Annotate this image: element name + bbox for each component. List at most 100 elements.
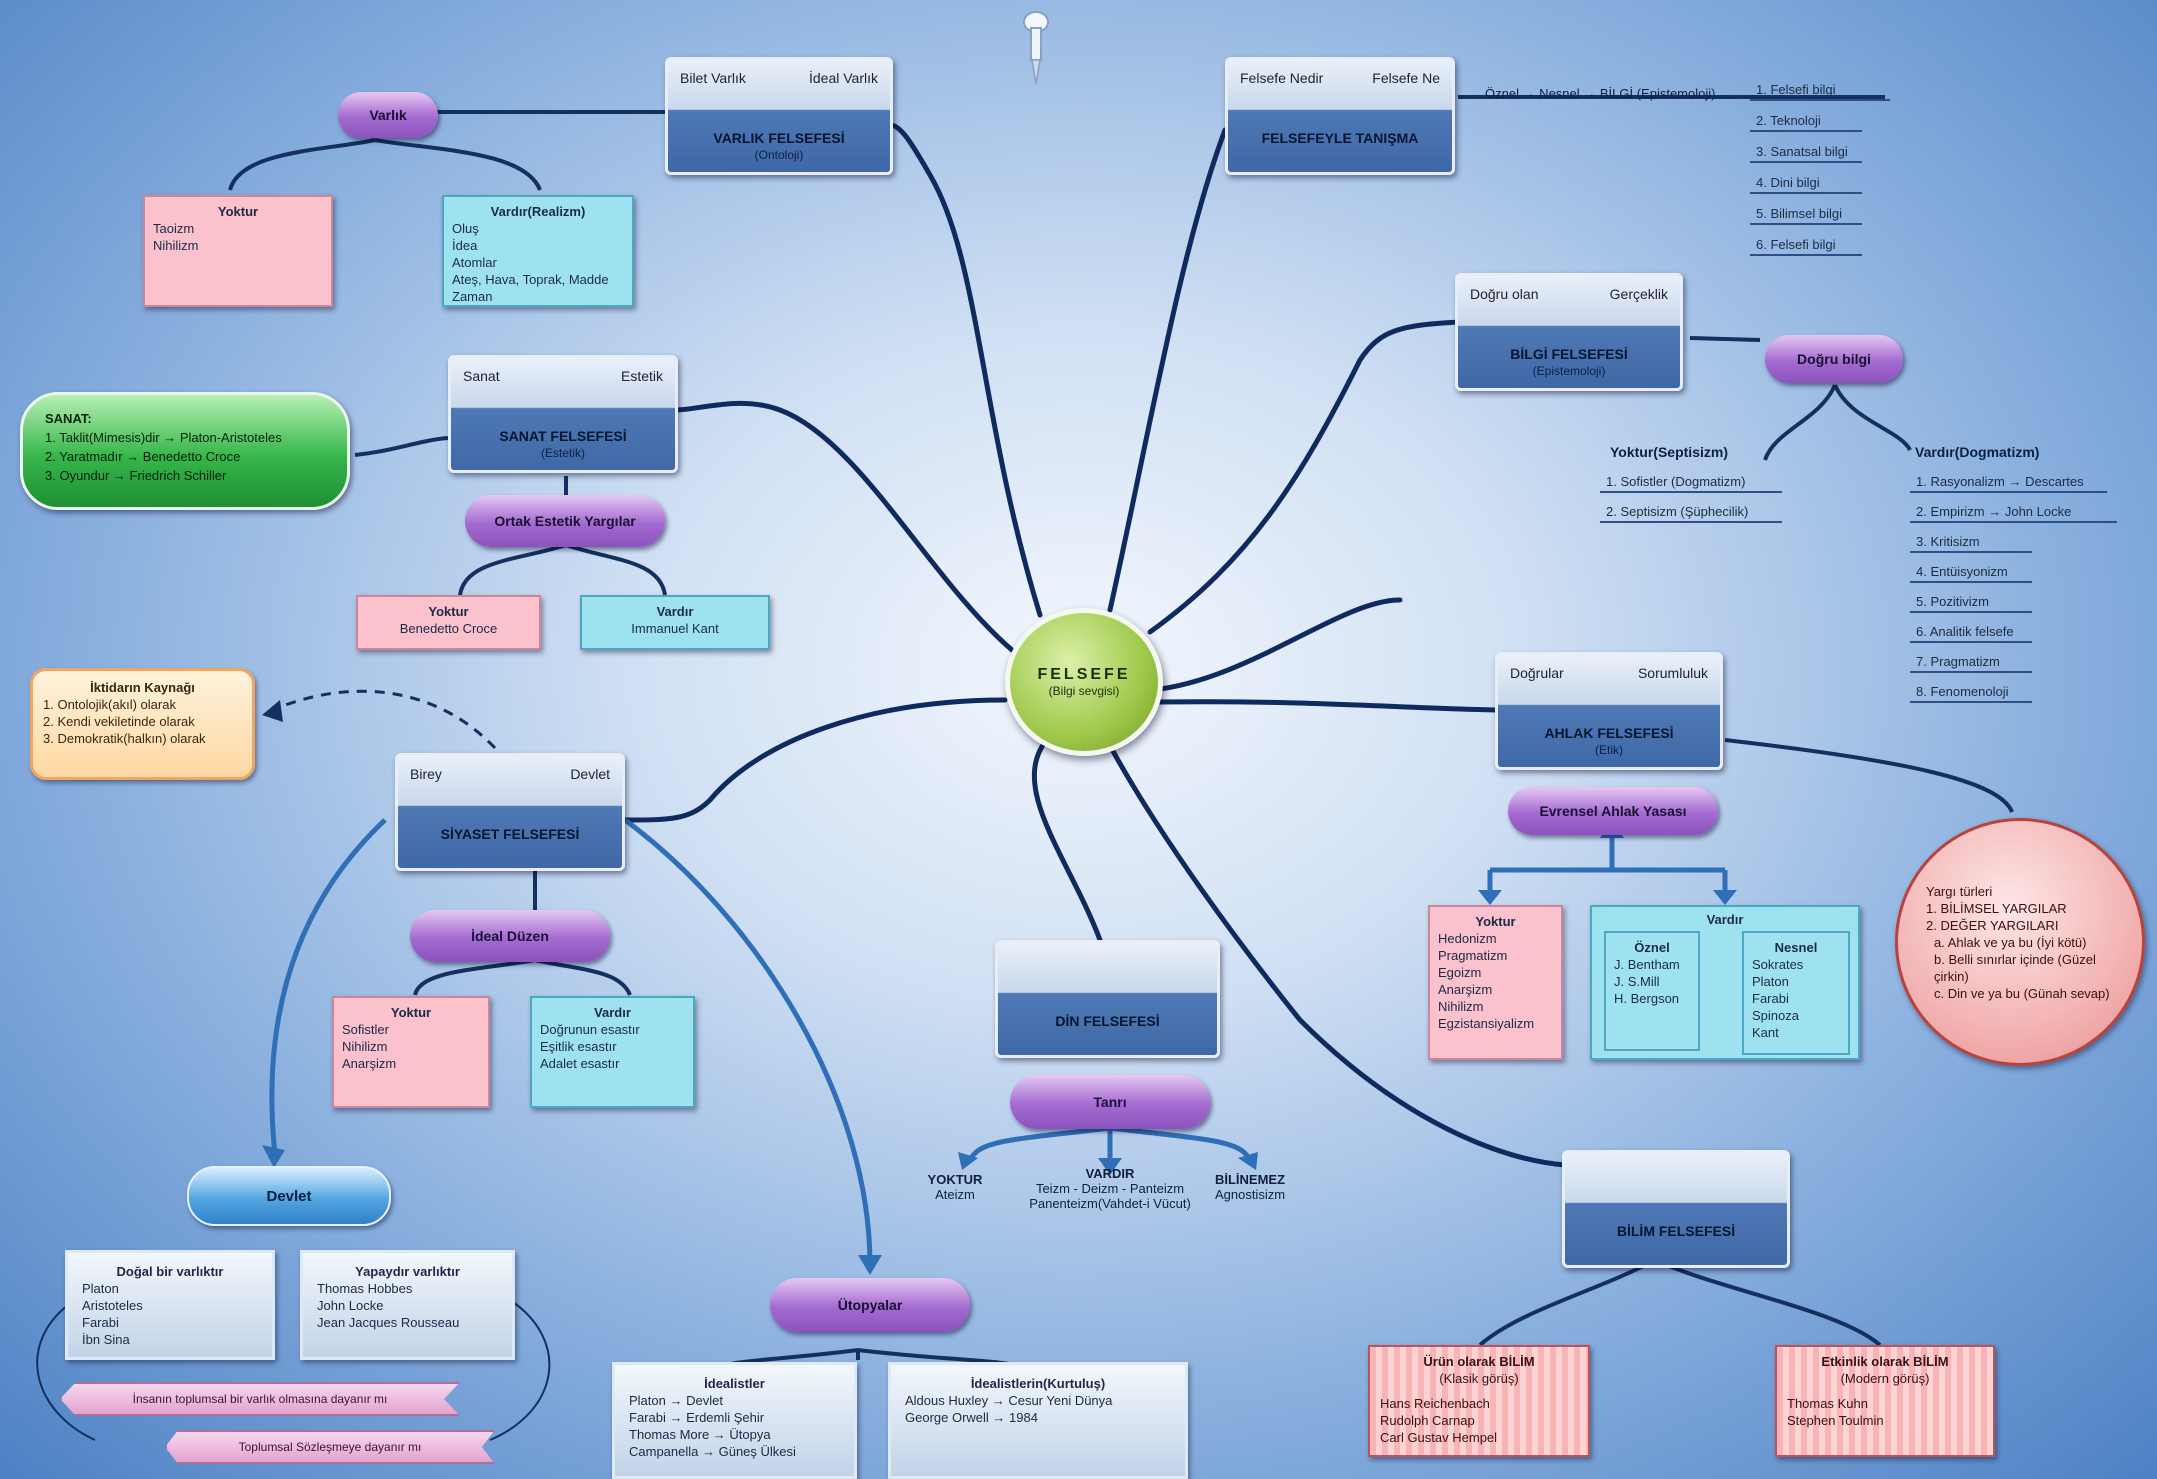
list-item: John Locke [317,1298,384,1313]
node-left-label: Felsefe Nedir [1240,70,1324,86]
list-item: Spinoza [1752,1008,1799,1023]
node-ahlak-felsefesi[interactable]: Doğrular Sorumluluk AHLAK FELSEFESİ (Eti… [1495,652,1723,770]
box-heading: Yapaydır varlıktır [355,1264,460,1279]
list-item: Anarşizm [1438,982,1493,997]
box-heading: Doğal bir varlıktır [116,1264,224,1279]
oznel-box: Öznel J. Bentham J. S.Mill H. Bergson [1604,931,1700,1051]
pill-evrensel-ahlak[interactable]: Evrensel Ahlak Yasası [1508,787,1718,835]
pill-ortak-estetik[interactable]: Ortak Estetik Yargılar [465,495,665,547]
node-left-label: Doğru olan [1470,286,1539,302]
box-heading: Yoktur [1475,914,1516,929]
list-item: 2. Teknoloji [1750,113,1862,132]
list-item: Taoizm [153,221,195,236]
node-right-label: Sorumluluk [1637,665,1708,681]
pill-devlet[interactable]: Devlet [187,1166,391,1226]
list-item: Farabi [1752,991,1789,1006]
list-item: 1. Rasyonalizm → Descartes [1910,474,2107,493]
list-item: Campanella → Güneş Ülkesi [629,1444,796,1459]
list-item: 2. Yaratmadır → Benedetto Croce [45,449,241,464]
list-item: Platon [1752,974,1789,989]
node-title: BİLİM FELSEFESİ [1616,1223,1736,1239]
box-subheading: (Modern görüş) [1840,1371,1930,1386]
list-item: 1. Ontolojik(akıl) olarak [43,697,176,712]
box-heading: İdealistlerin(Kurtuluş) [970,1376,1106,1391]
node-title: VARLIK FELSEFESİ [713,130,845,146]
pill-utopyalar[interactable]: Ütopyalar [770,1278,970,1332]
box-heading: Nesnel [1774,940,1818,955]
list-item: 2. Empirizm → John Locke [1910,504,2117,523]
bilgi-vardir-heading: Vardır(Dogmatizm) [1915,444,2040,460]
ideal-vardir-box: Vardır Doğrunun esastır Eşitlik esastır … [530,996,695,1108]
node-sanat-felsefesi[interactable]: Sanat Estetik SANAT FELSEFESİ (Estetik) [448,355,678,473]
node-subtitle: (Etik) [1595,743,1623,757]
pill-tanri[interactable]: Tanrı [1010,1075,1210,1129]
box-heading: Vardır [1706,912,1744,927]
pill-ideal-duzen[interactable]: İdeal Düzen [410,910,610,962]
list-item: 2. Septisizm (Şüphecilik) [1600,504,1782,523]
list-item: Farabi [82,1315,119,1330]
tanri-vardir: VARDIR Teizm - Deizm - Panteizm Panentei… [1010,1166,1210,1211]
list-item: Doğrunun esastır [540,1022,640,1037]
node-subtitle: (Ontoloji) [754,148,804,162]
node-left-label: Bilet Varlık [680,70,746,86]
pill-dogru-bilgi[interactable]: Doğru bilgi [1765,335,1903,383]
list-item: Thomas Kuhn [1787,1396,1868,1411]
ribbon-toplumsal-sozlesme: Toplumsal Sözleşmeye dayanır mı [165,1430,495,1464]
box-subheading: (Klasik görüş) [1439,1371,1519,1386]
devlet-dogal-box: Doğal bir varlıktır Platon Aristoteles F… [65,1250,275,1360]
label-value: Agnostisizm [1214,1187,1286,1202]
box-heading: İdealistler [704,1376,765,1391]
tanri-yoktur: YOKTUR Ateizm [905,1172,1005,1202]
sanat-definition-box: SANAT: 1. Taklit(Mimesis)dir → Platon-Ar… [20,392,350,510]
list-item: Adalet esastır [540,1056,620,1071]
box-heading: Yoktur [390,1005,432,1020]
central-topic-philosophy[interactable]: FELSEFE (Bilgi sevgisi) [1005,608,1163,756]
box-heading: SANAT: [45,411,92,426]
list-item: Platon → Devlet [629,1393,723,1408]
list-item: Platon [82,1281,119,1296]
list-item: Hans Reichenbach [1380,1396,1490,1411]
node-title: FELSEFEYLE TANIŞMA [1261,130,1419,146]
node-left-label: Birey [410,766,442,782]
node-felsefeyle-tanisma[interactable]: Felsefe Nedir Felsefe Ne FELSEFEYLE TANI… [1225,57,1455,175]
node-left-label: Doğrular [1510,665,1564,681]
list-item: Rudolph Carnap [1380,1413,1475,1428]
node-bilim-felsefesi[interactable]: BİLİM FELSEFESİ [1562,1150,1790,1268]
list-item: Nihilizm [1438,999,1484,1014]
node-right-label: Felsefe Ne [1372,70,1440,86]
list-item: Jean Jacques Rousseau [317,1315,460,1330]
node-subtitle: (Estetik) [540,446,585,460]
list-item: Egoizm [1438,965,1482,980]
node-bilgi-felsefesi[interactable]: Doğru olan Gerçeklik BİLGİ FELSEFESİ (Ep… [1455,273,1683,391]
tanri-bilinemez: BİLİNEMEZ Agnostisizm [1195,1172,1305,1202]
list-item: Thomas More → Ütopya [629,1427,771,1442]
label-value: Panenteizm(Vahdet-i Vücut) [1029,1196,1191,1211]
list-item: 5. Bilimsel bilgi [1750,206,1862,225]
list-item: Yargı türleri [1926,884,1993,899]
list-item: 4. Dini bilgi [1750,175,1862,194]
node-right-label: Gerçeklik [1609,286,1668,302]
node-varlik-felsefesi[interactable]: Bilet Varlık İdeal Varlık VARLIK FELSEFE… [665,57,893,175]
label-value: Teizm - Deizm - Panteizm [1035,1181,1185,1196]
utopya-idealist-box: İdealistler Platon → Devlet Farabi → Erd… [612,1362,857,1479]
list-item: Ateş, Hava, Toprak, Madde [452,272,609,287]
list-item: Atomlar [452,255,497,270]
list-item: 3. Oyundur → Friedrich Schiller [45,468,227,483]
list-item: 2. Kendi vekiletinde olarak [43,714,195,729]
ideal-yoktur-box: Yoktur Sofistler Nihilizm Anarşizm [332,996,490,1108]
devlet-yapay-box: Yapaydır varlıktır Thomas Hobbes John Lo… [300,1250,515,1360]
list-item: J. S.Mill [1614,974,1660,989]
list-item: 3. Kritisizm [1910,534,2032,553]
box-heading: Yoktur [428,604,469,619]
list-item: Thomas Hobbes [317,1281,413,1296]
list-item: Aristoteles [82,1298,143,1313]
estetik-vardir-box: Vardır Immanuel Kant [580,595,770,650]
node-siyaset-felsefesi[interactable]: Birey Devlet SİYASET FELSEFESİ [395,753,625,871]
list-item: 1. Sofistler (Dogmatizm) [1600,474,1782,493]
bilgi-yoktur-heading: Yoktur(Septisizm) [1610,444,1728,460]
list-item: 6. Felsefi bilgi [1750,237,1862,256]
node-din-felsefesi[interactable]: DİN FELSEFESİ [995,940,1220,1058]
center-subtitle: (Bilgi sevgisi) [1048,684,1120,698]
pill-varlik[interactable]: Varlık [338,92,438,138]
